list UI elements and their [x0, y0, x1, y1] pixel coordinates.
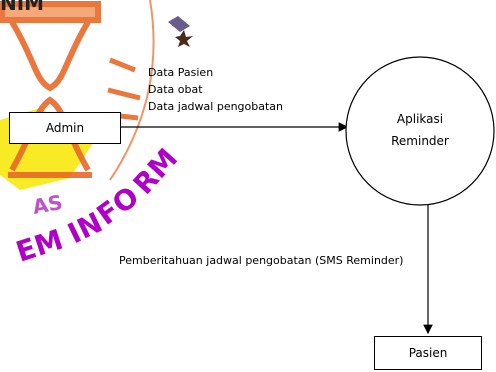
entity-pasien: Pasien — [374, 336, 482, 370]
process-label-line1: Aplikasi — [396, 112, 444, 126]
flow-label-sms-reminder: Pemberitahuan jadwal pengobatan (SMS Rem… — [119, 254, 404, 267]
watermark-text-left: AS — [31, 190, 65, 219]
star-icon — [175, 30, 193, 47]
entity-admin: Admin — [9, 112, 121, 144]
process-label-line2: Reminder — [391, 134, 449, 148]
flow-label-data-pasien: Data Pasien — [148, 66, 214, 79]
flow-label-data-jadwal: Data jadwal pengobatan — [148, 100, 284, 113]
watermark-text-top: NIM — [0, 0, 44, 15]
process-circle — [345, 56, 495, 206]
flow-label-data-obat: Data obat — [148, 83, 203, 96]
process-label: Aplikasi Reminder — [370, 108, 470, 152]
logo-outer-arc — [109, 0, 155, 181]
